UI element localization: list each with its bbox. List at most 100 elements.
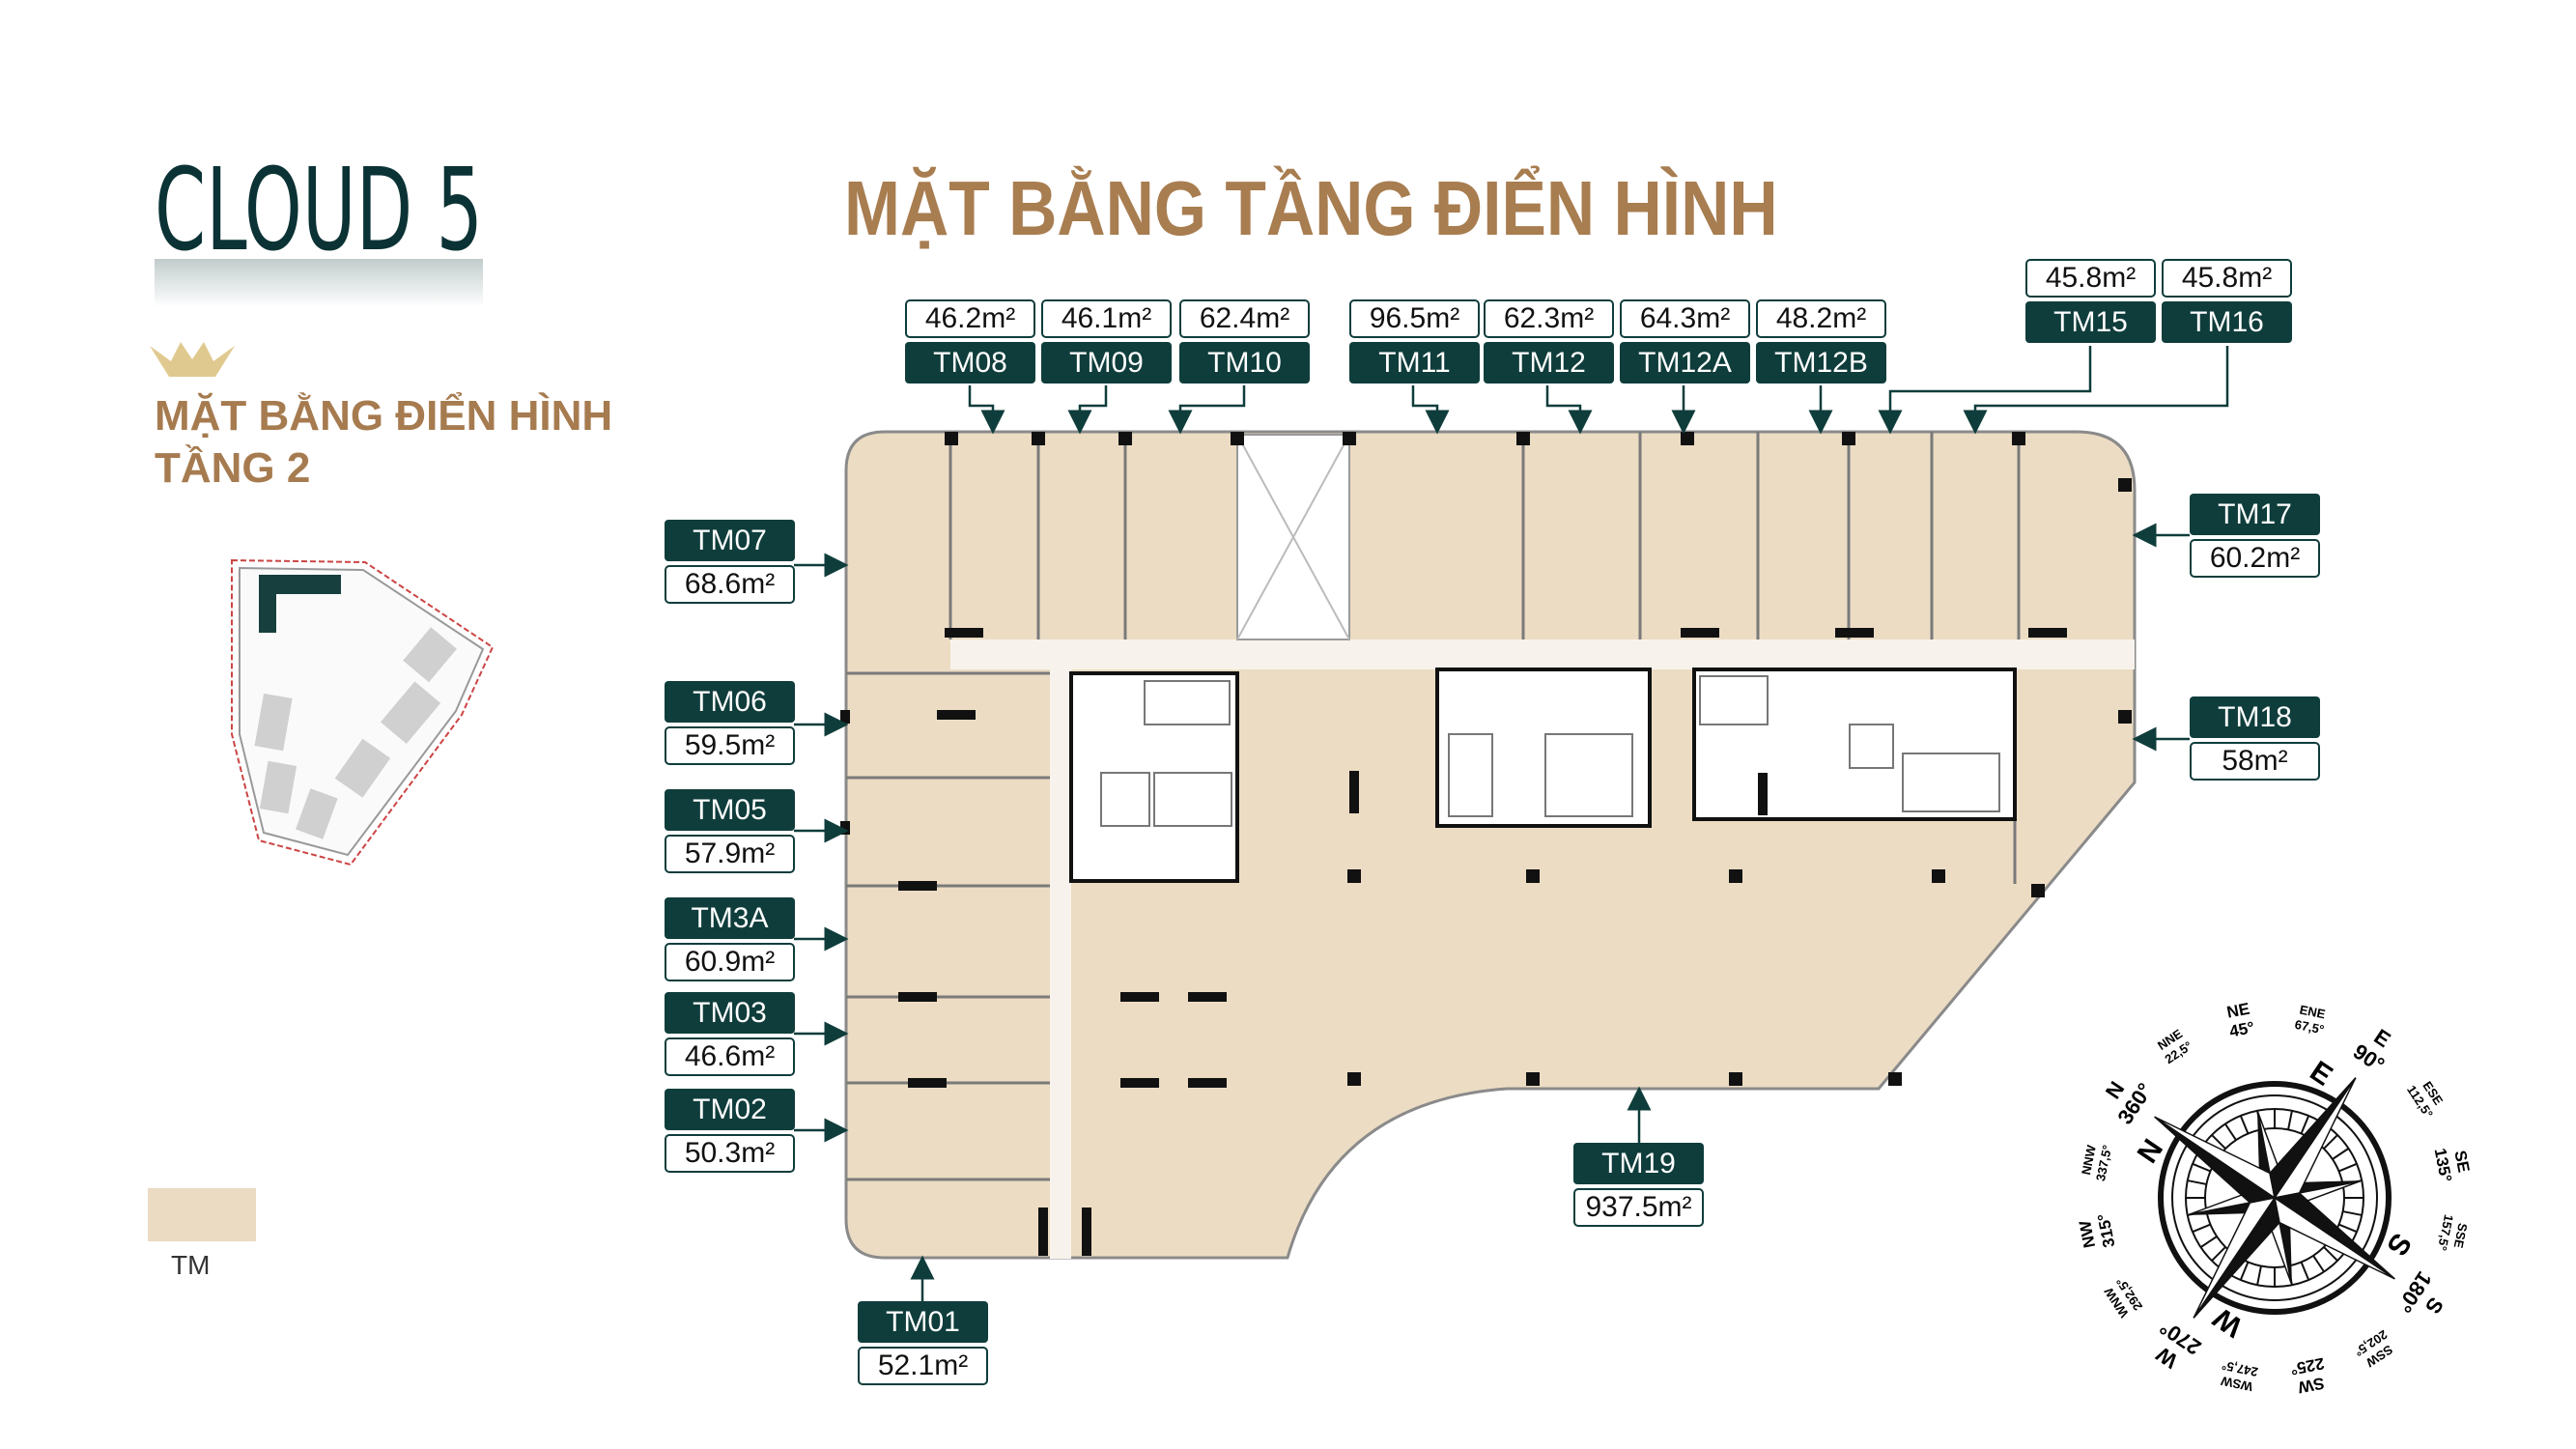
page-title: MẶT BẰNG TẦNG ĐIỂN HÌNH xyxy=(844,165,1778,251)
unit-area: 45.8m² xyxy=(2162,259,2292,298)
unit-label-tm09: 46.1m² TM09 xyxy=(1041,299,1172,384)
unit-id-tag: TM09 xyxy=(1041,342,1172,384)
unit-id-tag: TM12B xyxy=(1756,342,1886,384)
compass-dir: ENE xyxy=(2299,1002,2328,1021)
compass-tick xyxy=(2338,1162,2358,1173)
compass-tick xyxy=(2239,1115,2250,1134)
compass-tick xyxy=(2187,1179,2207,1185)
compass-dir: NNW xyxy=(2079,1143,2099,1176)
compass-tick xyxy=(2312,1255,2325,1273)
site-highlight xyxy=(259,575,341,633)
unit-id-tag: TM06 xyxy=(665,681,795,723)
subtitle-line-2: TẦNG 2 xyxy=(155,444,311,492)
service-cores xyxy=(1069,668,2017,883)
floor-subtitle: MẶT BẰNG ĐIỂN HÌNH TẦNG 2 xyxy=(155,390,612,495)
logo-text: CLOUD 5 xyxy=(155,143,483,276)
unit-id-tag: TM15 xyxy=(2025,301,2156,343)
unit-area: 62.4m² xyxy=(1179,299,1310,338)
compass-tick xyxy=(2300,1262,2310,1281)
unit-area: 96.5m² xyxy=(1349,299,1480,338)
unit-label-tm07: TM07 68.6m² xyxy=(665,520,795,604)
unit-id-tag: TM03 xyxy=(665,992,795,1034)
core-details xyxy=(1100,675,2000,827)
compass-dir: SSE xyxy=(2451,1222,2471,1250)
unit-id-tag: TM07 xyxy=(665,520,795,561)
unit-id-tag: TM01 xyxy=(858,1301,988,1343)
unit-area: 937.5m² xyxy=(1573,1188,1704,1227)
compass-degree: 337,5° xyxy=(2093,1144,2114,1182)
unit-area: 57.9m² xyxy=(665,835,795,873)
unit-id-tag: TM05 xyxy=(665,789,795,831)
compass-degree: 157,5° xyxy=(2435,1213,2456,1252)
unit-label-tm19: TM19 937.5m² xyxy=(1573,1143,1704,1227)
compass-tick xyxy=(2323,1246,2338,1262)
logo-reflection xyxy=(155,259,483,307)
unit-label-tm11: 96.5m² TM11 xyxy=(1349,299,1480,384)
unit-area: 68.6m² xyxy=(665,565,795,604)
unit-label-tm3a: TM3A 60.9m² xyxy=(665,897,795,981)
unit-id-tag: TM19 xyxy=(1573,1143,1704,1184)
compass-tick xyxy=(2323,1134,2338,1150)
compass-dir: NE xyxy=(2225,1000,2251,1022)
unit-area: 46.2m² xyxy=(905,299,1035,338)
compass-major-point xyxy=(2193,1196,2277,1319)
unit-area: 60.9m² xyxy=(665,943,795,981)
compass-tick xyxy=(2192,1162,2211,1173)
unit-area: 46.1m² xyxy=(1041,299,1172,338)
compass-ring xyxy=(2171,1094,2378,1301)
leader-arrows xyxy=(794,346,2229,1301)
compass-tick xyxy=(2300,1115,2310,1134)
unit-id-tag: TM02 xyxy=(665,1089,795,1130)
unit-id-tag: TM17 xyxy=(2190,494,2320,535)
compass-tick xyxy=(2192,1223,2211,1234)
compass-tick xyxy=(2332,1148,2350,1160)
compass-dir: WSW xyxy=(2219,1374,2253,1394)
compass-tick xyxy=(2224,1122,2237,1141)
compass-tick xyxy=(2211,1246,2226,1262)
compass-rose: N360°NNE22,5°NE45°ENE67,5°E90°ESE112,5°S… xyxy=(2076,1000,2474,1397)
floor-outline xyxy=(844,430,2137,1260)
unit-id-tag: TM10 xyxy=(1179,342,1310,384)
unit-area: 52.1m² xyxy=(858,1347,988,1385)
unit-id-tag: TM3A xyxy=(665,897,795,939)
compass-degree: 45° xyxy=(2228,1018,2256,1041)
unit-id-tag: TM12 xyxy=(1484,342,1614,384)
void-area xyxy=(1236,434,1350,640)
compass-tick xyxy=(2211,1134,2226,1150)
site-key-map xyxy=(231,558,495,867)
compass-dir: SE xyxy=(2450,1149,2473,1174)
compass-label-e: E90° xyxy=(2349,1024,2395,1077)
corridor xyxy=(950,639,2135,669)
unit-id-tag: TM11 xyxy=(1349,342,1480,384)
subtitle-line-1: MẶT BẰNG ĐIỂN HÌNH xyxy=(155,392,613,440)
compass-degree: 67,5° xyxy=(2294,1017,2326,1037)
crown-icon xyxy=(150,342,235,377)
unit-label-tm05: TM05 57.9m² xyxy=(665,789,795,873)
unit-area: 64.3m² xyxy=(1620,299,1750,338)
compass-tick xyxy=(2338,1223,2358,1234)
legend-label: TM xyxy=(171,1250,211,1280)
compass-tick xyxy=(2239,1262,2250,1281)
